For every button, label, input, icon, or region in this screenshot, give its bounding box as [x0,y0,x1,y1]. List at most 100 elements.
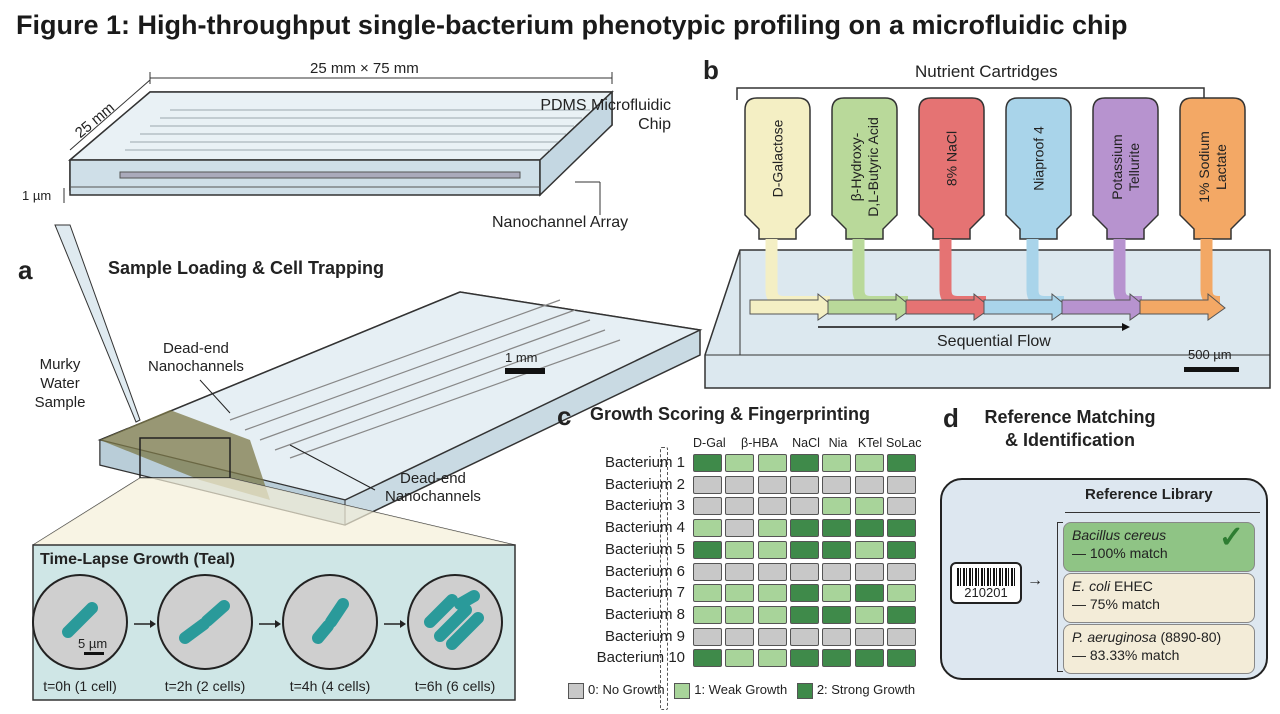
match-item: E. coli EHEC— 75% match [1063,573,1255,623]
row-label: Bacterium 1 [604,454,685,471]
column-label: KTel [857,436,883,450]
heatmap-cell [886,649,916,668]
cartridge-label: 8% NaCl [943,130,959,187]
row-label: Bacterium 2 [604,475,685,493]
chip-dimensions: 25 mm × 75 mm [310,60,419,77]
legend-swatch-0 [568,682,584,699]
heatmap-cell [757,519,787,538]
heatmap-cell [693,454,722,472]
cartridge-label: β-Hydroxy- D,L-Butyric Acid [847,117,881,217]
species-extra: (8890-80) [1156,629,1222,645]
label-line: Nanochannels [385,488,481,505]
heatmap-cell [693,497,722,516]
flow-arrow [827,292,914,321]
panel-a-title: Sample Loading & Cell Trapping [108,258,385,278]
sample-label-line: Murky [39,356,81,373]
heatmap-cell [725,497,755,516]
flow-arrow [749,292,836,321]
barcode: 210201 [950,562,1022,604]
heatmap-cell [757,649,787,668]
title-line: & Identification [1005,430,1135,450]
legend-swatch-2 [796,682,813,699]
heatmap-cell [854,605,884,624]
column-label: β-HBA [741,436,779,450]
inset-scale: 5 µm [78,636,108,651]
legend-label: 2: Strong Growth [816,682,916,697]
heatmap-cell [725,649,755,668]
figure-title: Figure 1: High-throughput single-bacteri… [16,10,1128,40]
flow-arrow [1139,292,1226,321]
heatmap-cell [757,605,787,624]
column-label: SoLac [886,436,922,450]
cartridge-bottle [831,97,898,240]
heatmap-cell [822,475,852,494]
flow-label: Sequential Flow [937,333,1051,350]
heatmap-cell [789,605,819,624]
heatmap-cell [757,584,787,603]
heatmap-cell [725,605,755,624]
heatmap-cell [693,649,722,668]
heatmap-cell [854,497,884,516]
cartridge-label: 1% Sodium Lactate [1195,131,1229,203]
heatmap-cell [886,605,916,624]
flow-channel [704,249,1271,389]
heatmap-cell [757,497,787,516]
column-label: Nia [828,436,848,450]
heatmap-cell [854,519,884,538]
heatmap-cell [789,627,819,646]
barcode-icon [957,568,1015,586]
inset-title: Time-Lapse Growth (Teal) [40,551,235,568]
timepoint-label: t=0h (1 cell) [43,678,117,694]
chip-illustration [63,72,614,215]
scale-500um: 500 µm [1188,347,1232,362]
flow-arrow [1061,292,1148,321]
row-label: Bacterium 8 [604,605,685,623]
label-line: Nanochannels [148,358,244,375]
heatmap-cell [886,475,916,494]
label-line: Dead-end [400,470,466,487]
row-label: Bacterium 6 [604,562,685,580]
heatmap-cell [693,605,722,624]
heatmap-cell [886,519,916,538]
heatmap-cell [822,627,852,646]
heatmap-cell [757,475,787,494]
heatmap-cell [886,627,916,646]
row-label: Bacterium 3 [604,497,685,515]
legend: 0: No Growth 1: Weak Growth 2: Strong Gr… [568,682,915,699]
heatmap-cell [789,519,819,538]
panel-b-title: Nutrient Cartridges [915,62,1058,81]
heatmap-cell [822,605,852,624]
cartridge-group [744,97,1246,321]
heatmap-cell [757,454,787,472]
sample-label-line: Water [40,375,80,392]
heatmap-cell [693,519,722,538]
heatmap-cell [886,562,916,581]
sample-label-line: Sample [34,394,86,411]
match-percent: — 100% match [1072,545,1168,561]
heatmap-cell [789,649,819,668]
title-line: Reference Matching [984,407,1156,427]
cartridge-bottle [1179,97,1246,240]
heatmap-cell [725,475,755,494]
column-label: D-Gal [693,436,726,450]
panel-a-letter: a [18,255,33,285]
legend-label: 1: Weak Growth [694,682,788,697]
heatmap-cell [789,562,819,581]
nutrient-bracket [736,87,1205,100]
heatmap-cell [854,584,884,603]
chip-height-label: 1 µm [22,188,52,203]
heatmap-cell [822,584,852,603]
row-label: Bacterium 9 [604,627,685,645]
species-name: E. coli [1072,578,1111,594]
library-bracket [1057,522,1063,672]
heatmap-cell [854,649,884,668]
heatmap-cell [725,562,755,581]
species-name: Bacillus cereus [1072,527,1167,543]
panel-b-letter: b [703,55,719,85]
match-percent: — 83.33% match [1072,647,1180,663]
heatmap-cell [725,584,755,603]
